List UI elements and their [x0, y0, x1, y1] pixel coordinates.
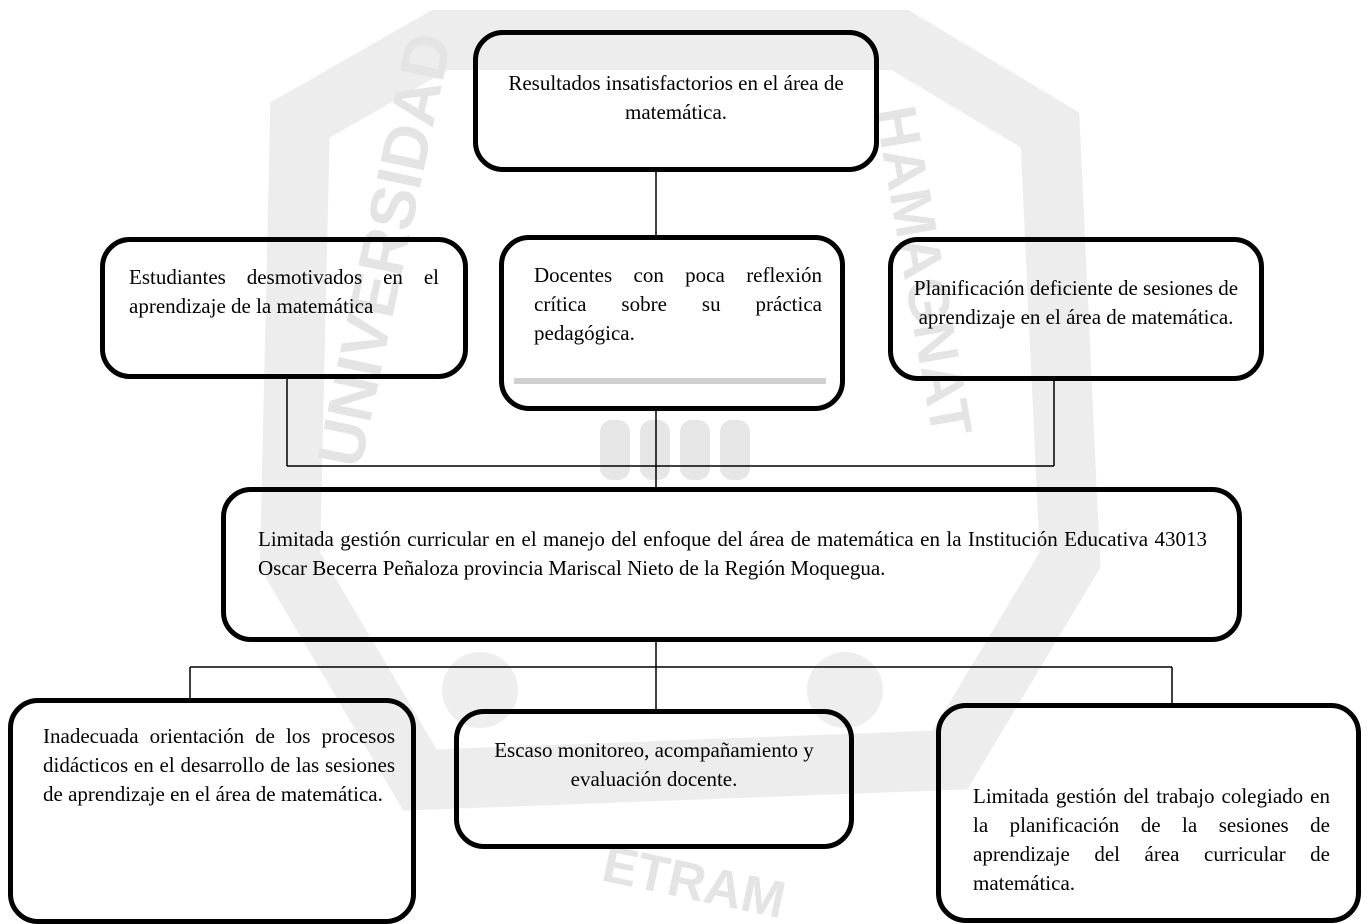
effect-text: Resultados insatisfactorios en el área d…: [508, 71, 844, 124]
consequence-text-3: Planificación deficiente de sesiones de …: [913, 276, 1239, 329]
consequence-box-2: Docentes con poca reflexión crítica sobr…: [499, 235, 845, 411]
consequence-text-2: Docentes con poca reflexión crítica sobr…: [534, 263, 822, 345]
effect-box: Resultados insatisfactorios en el área d…: [473, 30, 879, 172]
cause-text-3: Limitada gestión del trabajo colegiado e…: [973, 784, 1330, 895]
consequence-text-1: Estudiantes desmotivados en el aprendiza…: [129, 265, 439, 318]
central-problem-box: Limitada gestión curricular en el manejo…: [221, 487, 1242, 642]
cause-text-2: Escaso monitoreo, acompañamiento y evalu…: [494, 738, 814, 791]
consequence-box-1: Estudiantes desmotivados en el aprendiza…: [100, 237, 468, 379]
central-problem-text: Limitada gestión curricular en el manejo…: [258, 527, 1207, 580]
consequence-box-3: Planificación deficiente de sesiones de …: [888, 237, 1264, 381]
cause-text-1: Inadecuada orientación de los procesos d…: [43, 724, 395, 806]
cause-box-2: Escaso monitoreo, acompañamiento y evalu…: [454, 709, 854, 849]
cause-box-1: Inadecuada orientación de los procesos d…: [8, 698, 416, 924]
cause-box-3: Limitada gestión del trabajo colegiado e…: [936, 703, 1361, 923]
